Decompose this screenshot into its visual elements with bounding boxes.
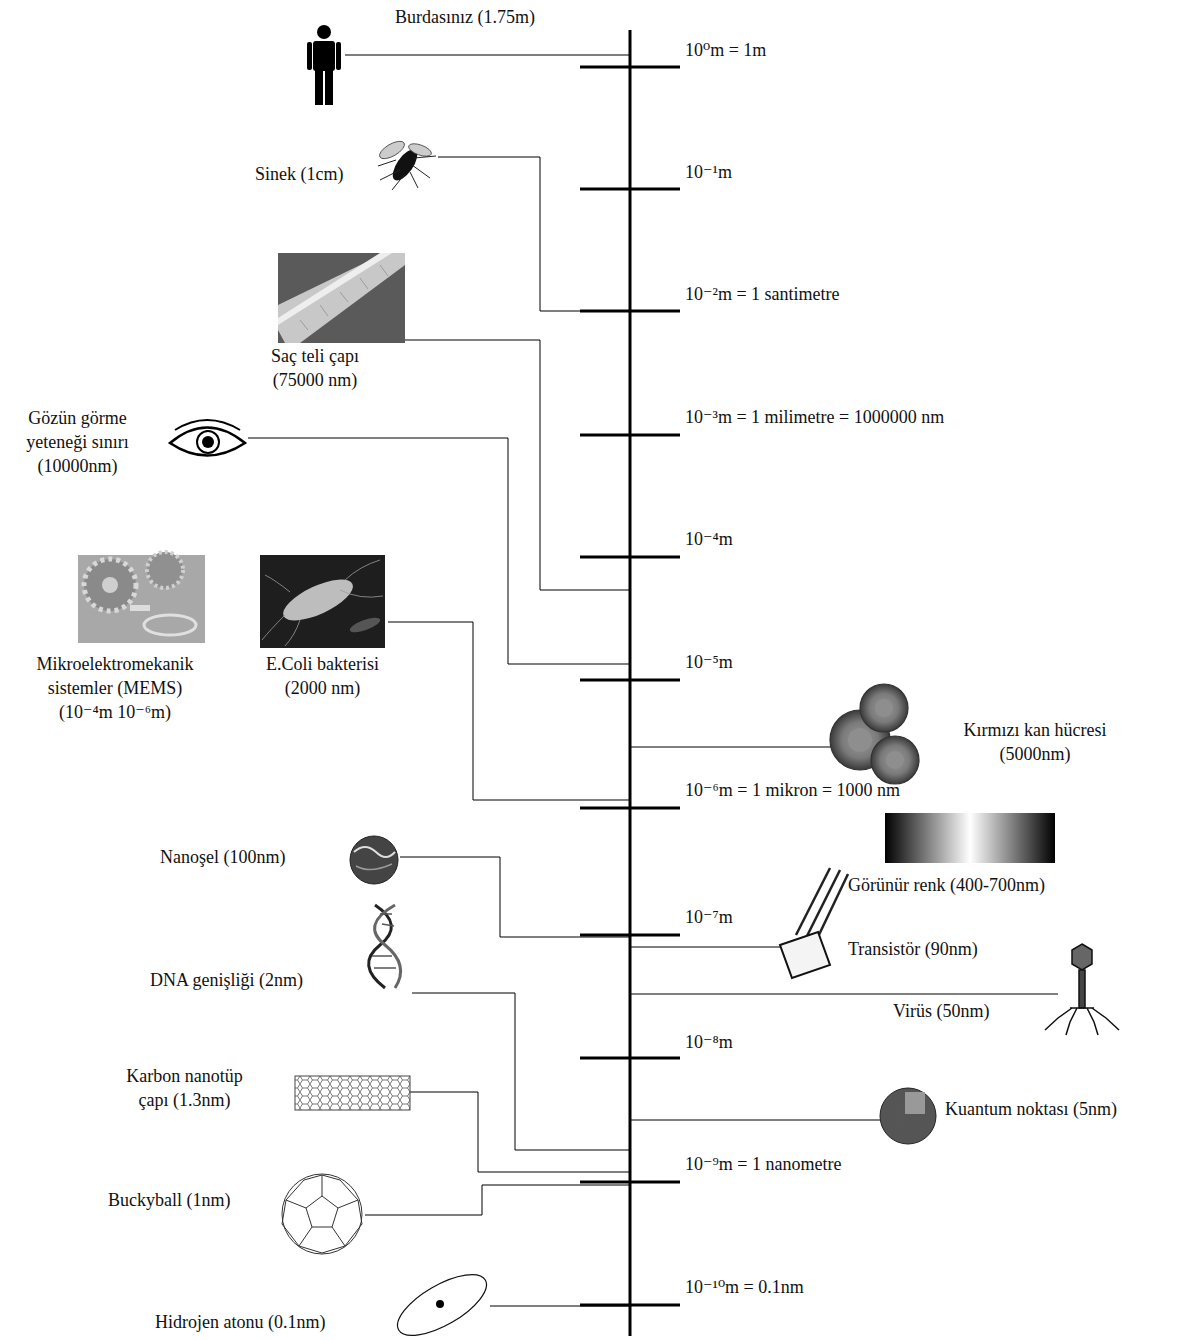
quantum-dot-icon	[880, 1088, 936, 1144]
scale-label: Görünür renk (400-700nm)	[848, 873, 1045, 897]
scale-label: Nanoşel (100nm)	[160, 845, 285, 869]
scale-label: Karbon nanotüp çapı (1.3nm)	[117, 1064, 252, 1112]
transistor-icon	[780, 868, 848, 978]
scale-label: 10⁻²m = 1 santimetre	[685, 282, 840, 306]
scale-label: 10⁻¹m	[685, 160, 732, 184]
scale-label: E.Coli bakterisi (2000 nm)	[250, 652, 395, 700]
scale-label: 10⁰m = 1m	[685, 38, 766, 62]
scale-label: 10⁻⁵m	[685, 650, 733, 674]
fly-icon	[377, 138, 436, 190]
scale-label: Mikroelektromekanik sistemler (MEMS) (10…	[25, 652, 205, 724]
scale-label: Buckyball (1nm)	[108, 1188, 230, 1212]
red-blood-cells-image	[830, 684, 919, 784]
scale-label: 10⁻⁸m	[685, 1030, 733, 1054]
person-icon	[307, 25, 341, 105]
scale-label: Virüs (50nm)	[893, 999, 989, 1023]
visible-spectrum-bar	[885, 813, 1055, 863]
scale-label: Burdasınız (1.75m)	[395, 5, 535, 29]
buckyball-icon	[282, 1174, 362, 1254]
virus-icon	[1045, 944, 1119, 1035]
scale-label: DNA genişliği (2nm)	[150, 968, 303, 992]
scale-label: 10⁻⁹m = 1 nanometre	[685, 1152, 841, 1176]
dna-icon	[369, 905, 401, 988]
scale-label: Kuantum noktası (5nm)	[945, 1097, 1117, 1121]
mems-image	[78, 552, 205, 643]
eye-icon	[170, 420, 245, 456]
scale-label: Saç teli çapı (75000 nm)	[250, 344, 380, 392]
scale-ticks	[580, 67, 680, 1305]
nanoshell-icon	[350, 836, 398, 884]
carbon-nanotube-icon	[295, 1076, 410, 1110]
scale-label: 10⁻⁶m = 1 mikron = 1000 nm	[685, 778, 900, 802]
scale-label: 10⁻¹⁰m = 0.1nm	[685, 1275, 804, 1299]
scale-label: Transistör (90nm)	[848, 937, 978, 961]
scale-axis	[629, 30, 632, 1336]
scale-label: 10⁻⁴m	[685, 527, 733, 551]
hydrogen-atom-icon	[389, 1263, 496, 1340]
scale-label: Kırmızı kan hücresi (5000nm)	[935, 718, 1135, 766]
scale-label: Sinek (1cm)	[255, 162, 343, 186]
leader-lines	[248, 55, 1058, 1306]
scale-label: 10⁻⁷m	[685, 905, 733, 929]
ecoli-image	[260, 555, 385, 648]
scale-label: Hidrojen atonu (0.1nm)	[155, 1310, 325, 1334]
scale-label: 10⁻³m = 1 milimetre = 1000000 nm	[685, 405, 944, 429]
hair-image	[278, 253, 405, 343]
scale-label: Gözün görme yeteneği sınırı (10000nm)	[5, 406, 150, 478]
